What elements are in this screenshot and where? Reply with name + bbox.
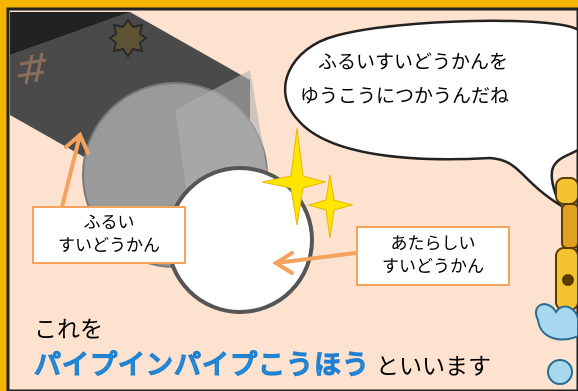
gear-emblem-icon xyxy=(108,18,148,58)
old-pipe-label-line-1: ふるい xyxy=(83,213,135,233)
speech-bubble xyxy=(283,19,578,209)
new-pipe-circle xyxy=(166,166,314,314)
mascot-character xyxy=(535,177,578,385)
old-pipe-label: ふるい すいどうかん xyxy=(32,206,186,264)
sparkle-icon xyxy=(261,127,354,239)
speech-line-2: ゆうこうにつかうんだね xyxy=(300,85,510,107)
caption-suffix: といいます xyxy=(376,354,491,380)
old-pipe-label-line-2: すいどうかん xyxy=(58,236,160,256)
arrow-old-pipe-icon xyxy=(58,131,90,217)
method-name: パイプインパイプこうほう xyxy=(34,350,370,382)
caption-method-line: パイプインパイプこうほうといいます xyxy=(34,343,492,382)
new-pipe-label-line-2: すいどうかん xyxy=(382,257,484,277)
new-pipe-label: あたらしい すいどうかん xyxy=(356,226,510,286)
tunnel-corner xyxy=(10,12,130,55)
new-pipe-label-line-1: あたらしい xyxy=(390,234,476,254)
hash-mark-icon xyxy=(17,52,47,85)
caption-intro: これを xyxy=(34,317,103,343)
speech-line-1: ふるいすいどうかんを xyxy=(318,51,509,73)
